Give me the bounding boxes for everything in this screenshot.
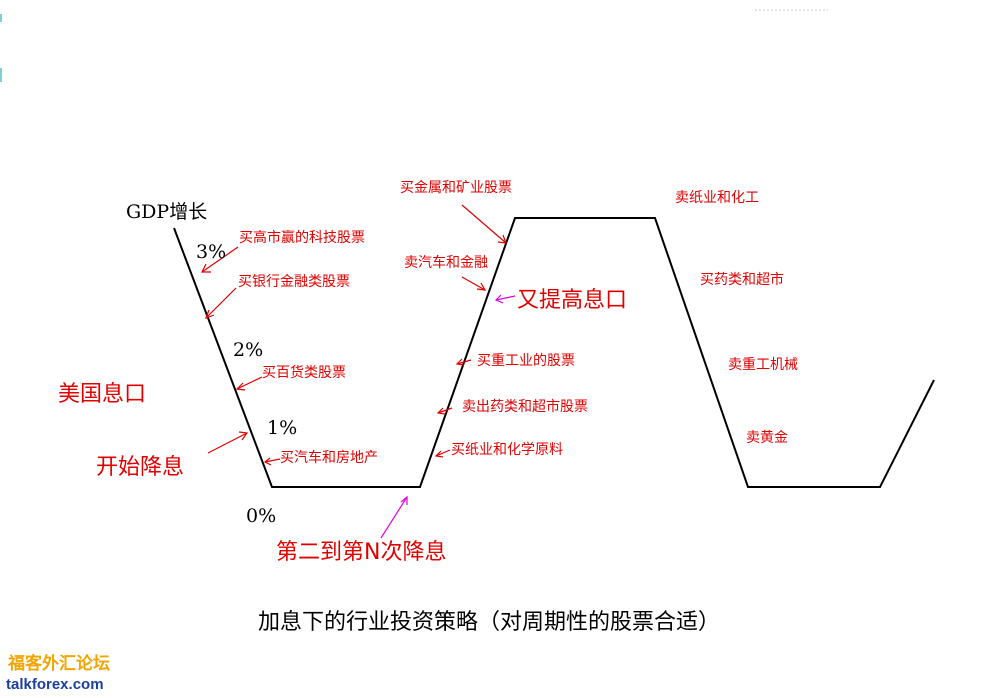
annotation-heavy-ind: 买重工业的股票 xyxy=(477,353,575,369)
arrow-auto-house xyxy=(263,457,281,466)
arrow-paper-chem xyxy=(434,449,451,458)
arrow-start-cut xyxy=(207,431,249,454)
annotation-auto-house: 买汽车和房地产 xyxy=(280,450,378,466)
annotation-retail: 买百货类股票 xyxy=(262,365,346,381)
raise-again-label: 又提高息口 xyxy=(517,288,628,313)
watermark-site: talkforex.com xyxy=(6,676,104,693)
level-1pct: 1% xyxy=(267,417,298,439)
annotation-metals: 买金属和矿业股票 xyxy=(400,180,512,196)
start-cut-label: 开始降息 xyxy=(96,455,185,480)
arrow-sell-auto xyxy=(461,276,487,291)
annotation-paper-chem: 买纸业和化学原料 xyxy=(451,442,563,458)
gdp-cycle-curve xyxy=(173,217,935,488)
arrow-tech xyxy=(201,246,239,273)
annotation-bank: 买银行金融类股票 xyxy=(238,274,350,290)
level-0pct: 0% xyxy=(246,505,277,527)
level-3pct: 3% xyxy=(196,241,227,263)
arrow-repeat-cuts xyxy=(380,495,408,539)
arrow-pharma-sell xyxy=(436,407,453,415)
arrow-heavy-ind xyxy=(455,358,472,366)
gdp-growth-label: GDP增长 xyxy=(126,201,208,223)
annotation-sell-machinery: 卖重工机械 xyxy=(728,357,798,373)
repeat-cuts-label: 第二到第N次降息 xyxy=(276,540,447,565)
annotation-sell-paper: 卖纸业和化工 xyxy=(675,190,759,206)
rate-label: 美国息口 xyxy=(58,382,147,407)
annotation-sell-gold: 卖黄金 xyxy=(746,430,788,446)
magenta-arrows xyxy=(380,294,516,539)
arrow-bank xyxy=(204,287,237,320)
level-2pct: 2% xyxy=(233,339,264,361)
arrow-retail xyxy=(235,376,263,391)
annotation-sell-auto: 卖汽车和金融 xyxy=(404,255,488,271)
red-arrows xyxy=(201,204,507,466)
annotation-tech: 买高市赢的科技股票 xyxy=(239,230,365,246)
arrow-raise-again xyxy=(494,294,516,304)
arrow-metals xyxy=(461,204,507,244)
annotation-buy-pharma: 买药类和超市 xyxy=(700,272,784,288)
diagram-caption: 加息下的行业投资策略（对周期性的股票合适） xyxy=(258,610,721,635)
annotation-pharma-sell: 卖出药类和超市股票 xyxy=(462,399,588,415)
watermark-chinese: 福客外汇论坛 xyxy=(8,654,110,674)
